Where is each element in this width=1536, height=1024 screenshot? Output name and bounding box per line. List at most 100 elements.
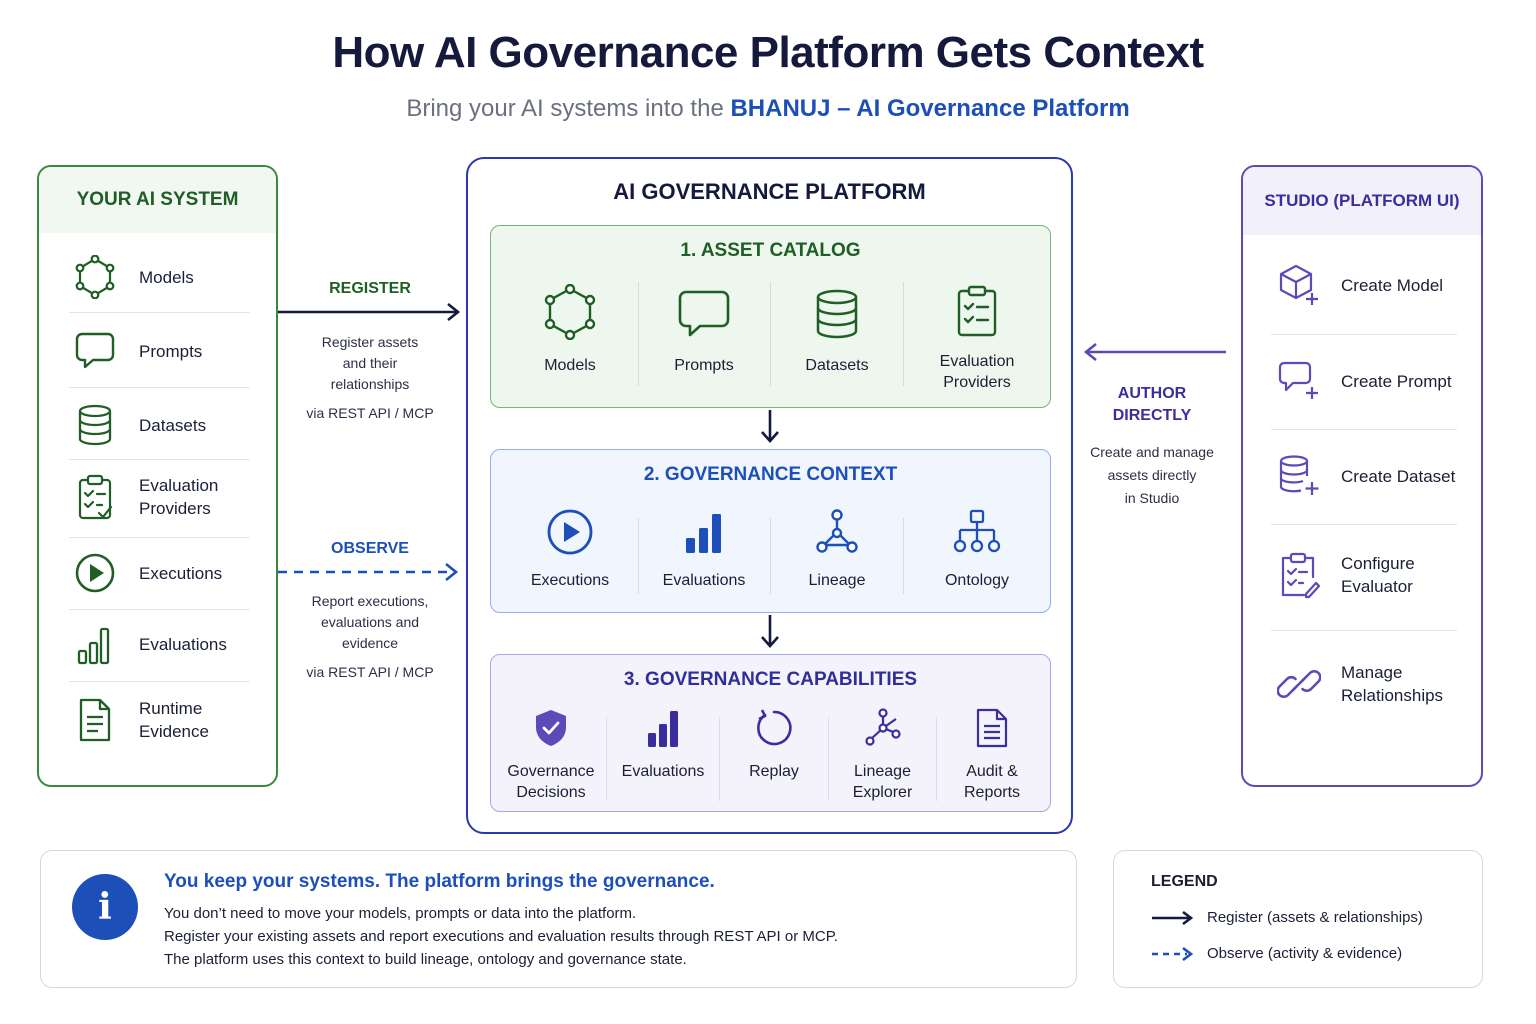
- left-item-evaluations: Evaluations: [67, 623, 250, 665]
- divider: [903, 282, 904, 386]
- capability-label: Audit & Reports: [963, 763, 1021, 801]
- divider: [69, 387, 250, 388]
- divider: [936, 717, 937, 801]
- catalog-models: Models: [501, 283, 639, 376]
- left-item-runtime-evidence: Runtime Evidence: [67, 697, 250, 743]
- observe-via: via REST API / MCP: [306, 664, 434, 680]
- register-via: via REST API / MCP: [306, 405, 434, 421]
- left-item-label: Evaluation Providers: [139, 476, 219, 518]
- asset-catalog-section: 1. ASSET CATALOG Models Prompts Datasets…: [490, 225, 1051, 408]
- divider: [69, 312, 250, 313]
- left-item-label: Executions: [139, 563, 223, 583]
- register-title: REGISTER: [329, 280, 411, 297]
- chat-bubble-icon: [676, 288, 732, 345]
- studio-item-manage-relationships[interactable]: Manage Relationships: [1271, 661, 1461, 707]
- section-title: 1. ASSET CATALOG: [680, 240, 861, 261]
- info-icon: i: [72, 874, 138, 940]
- observe-arrow: [278, 562, 459, 582]
- legend-item-register: Register (assets & relationships): [1151, 909, 1423, 926]
- chat-bubble-icon: [67, 329, 123, 373]
- studio-item-create-dataset[interactable]: Create Dataset: [1271, 454, 1461, 498]
- info-line: Register your existing assets and report…: [164, 928, 838, 945]
- clipboard-check-icon: [955, 284, 999, 343]
- context-label: Executions: [530, 572, 610, 589]
- capability-label: Governance Decisions: [507, 763, 595, 801]
- studio-item-label: Create Dataset: [1341, 466, 1456, 486]
- author-directly-arrow: [1083, 342, 1226, 362]
- context-lineage: Lineage: [771, 508, 903, 591]
- page-title: How AI Governance Platform Gets Context: [332, 28, 1204, 77]
- page-subtitle: Bring your AI systems into the BHANUJ – …: [0, 95, 1536, 123]
- bar-chart-icon: [680, 508, 728, 561]
- capability-evaluations: Evaluations: [607, 707, 719, 782]
- info-line: You don’t need to move your models, prom…: [164, 905, 637, 922]
- clipboard-edit-icon: [1271, 551, 1327, 599]
- register-label: REGISTER: [290, 280, 450, 298]
- lineage-graph-icon: [813, 508, 861, 561]
- cube-plus-icon: [1271, 263, 1327, 307]
- divider: [719, 717, 720, 801]
- database-icon: [813, 288, 861, 345]
- hexagon-network-icon: [542, 283, 598, 345]
- your-ai-system-title: YOUR AI SYSTEM: [39, 167, 276, 233]
- divider: [69, 537, 250, 538]
- subtitle-brand: BHANUJ – AI Governance Platform: [730, 95, 1130, 122]
- context-label: Lineage: [808, 572, 866, 589]
- context-label: Evaluations: [662, 572, 746, 589]
- info-box: i You keep your systems. The platform br…: [40, 850, 1077, 988]
- bar-chart-icon: [643, 707, 683, 754]
- register-arrow: [278, 302, 461, 322]
- author-directly-description: Create and manage assets directly in Stu…: [1090, 444, 1214, 506]
- studio-item-create-model[interactable]: Create Model: [1271, 263, 1461, 307]
- divider: [828, 717, 829, 801]
- studio-title: STUDIO (PLATFORM UI): [1243, 167, 1481, 235]
- left-item-label: Runtime Evidence: [139, 699, 209, 741]
- divider: [69, 609, 250, 610]
- shield-check-icon: [531, 707, 571, 754]
- chat-plus-icon: [1271, 359, 1327, 403]
- ai-governance-platform: AI GOVERNANCE PLATFORM 1. ASSET CATALOG …: [466, 157, 1073, 834]
- play-circle-icon: [67, 552, 123, 594]
- context-label: Ontology: [944, 572, 1010, 589]
- bar-chart-icon: [67, 623, 123, 665]
- catalog-label: Models: [544, 357, 596, 374]
- hexagon-network-icon: [67, 255, 123, 299]
- left-item-label: Models: [139, 267, 194, 287]
- observe-description: Report executions, evaluations and evide…: [311, 593, 429, 651]
- report-icon: [973, 707, 1011, 754]
- left-item-executions: Executions: [67, 552, 250, 594]
- left-item-evaluation-providers: Evaluation Providers: [67, 473, 250, 521]
- catalog-label: Prompts: [674, 357, 734, 374]
- divider: [69, 459, 250, 460]
- divider: [1271, 630, 1457, 631]
- solid-arrow-icon: [1152, 910, 1194, 925]
- left-item-label: Evaluations: [139, 634, 227, 654]
- context-evaluations: Evaluations: [639, 508, 769, 591]
- left-item-prompts: Prompts: [67, 329, 250, 373]
- author-directly-title: AUTHOR DIRECTLY: [1112, 385, 1192, 424]
- governance-context-section: 2. GOVERNANCE CONTEXT Executions Evaluat…: [490, 449, 1051, 613]
- governance-capabilities-section: 3. GOVERNANCE CAPABILITIES Governance De…: [490, 654, 1051, 812]
- studio-panel: STUDIO (PLATFORM UI) Create Model Create…: [1241, 165, 1483, 787]
- play-circle-icon: [546, 508, 594, 561]
- context-ontology: Ontology: [904, 508, 1050, 591]
- studio-item-label: Create Model: [1341, 275, 1444, 295]
- studio-item-label: Manage Relationships: [1341, 663, 1444, 705]
- divider: [903, 518, 904, 594]
- link-icon: [1271, 662, 1327, 706]
- left-item-models: Models: [67, 255, 250, 299]
- catalog-prompts: Prompts: [639, 288, 769, 376]
- catalog-datasets: Datasets: [771, 288, 903, 376]
- your-ai-system-panel: YOUR AI SYSTEM Models Prompts Datasets E…: [37, 165, 278, 787]
- flow-arrow-down: [761, 615, 779, 648]
- subtitle-prefix: Bring your AI systems into the: [406, 95, 724, 122]
- divider: [770, 518, 771, 594]
- legend-item-observe: Observe (activity & evidence): [1151, 945, 1402, 962]
- divider: [606, 717, 607, 801]
- studio-item-label: Configure Evaluator: [1341, 554, 1415, 596]
- divider: [770, 282, 771, 386]
- catalog-evaluation-providers: Evaluation Providers: [904, 284, 1050, 393]
- clipboard-check-icon: [67, 473, 123, 521]
- studio-item-configure-evaluator[interactable]: Configure Evaluator: [1271, 551, 1461, 599]
- studio-item-create-prompt[interactable]: Create Prompt: [1271, 359, 1461, 403]
